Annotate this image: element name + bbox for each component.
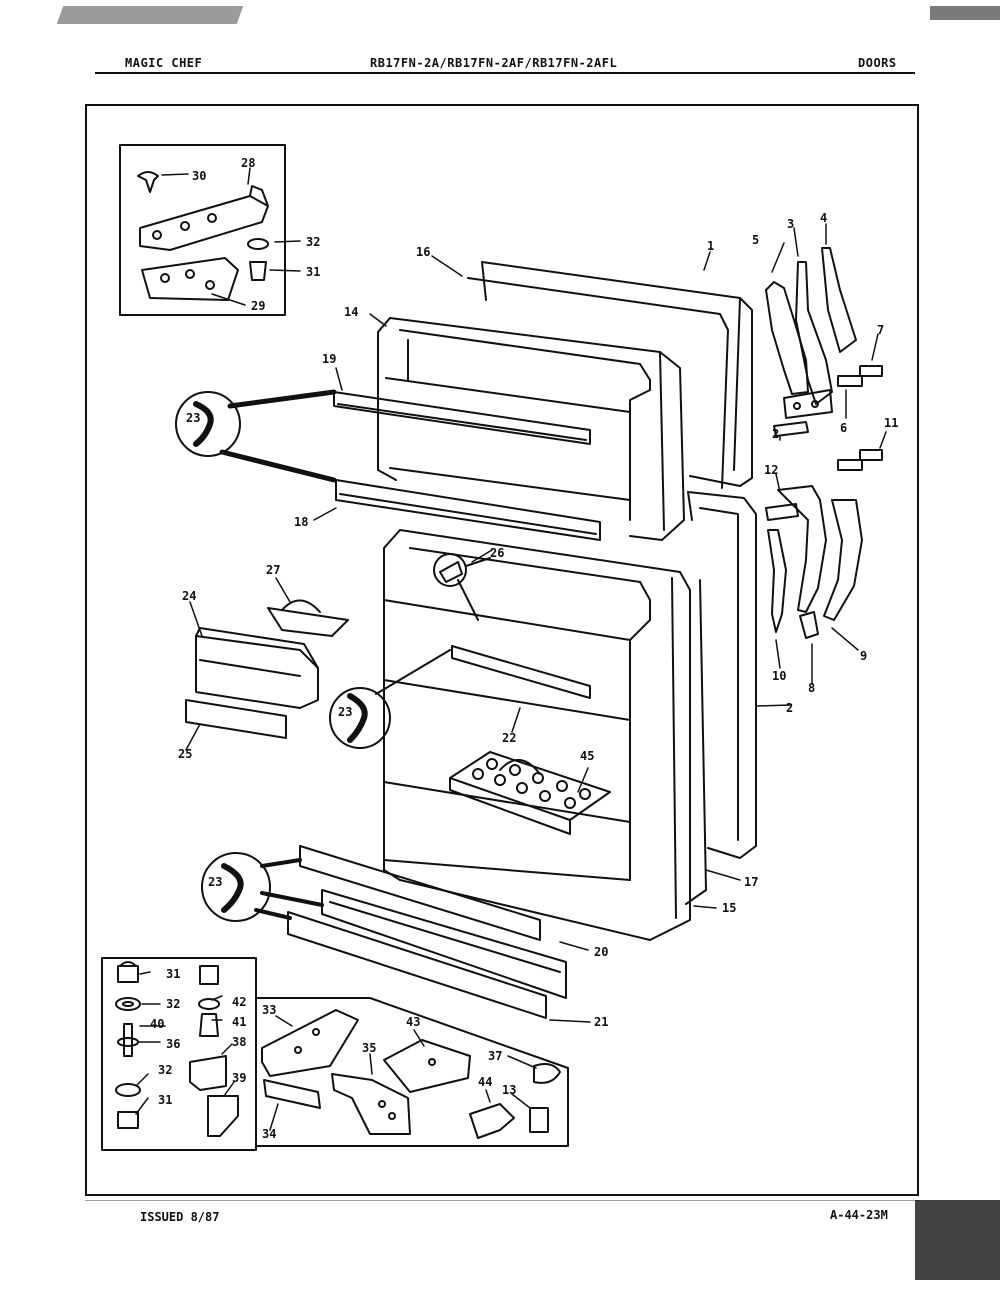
callout-25: 25 xyxy=(178,747,192,761)
callout-38: 38 xyxy=(232,1035,246,1049)
dairy-compartment xyxy=(185,599,349,739)
callout-30: 30 xyxy=(192,169,206,183)
callout-5: 5 xyxy=(752,233,759,247)
callout-17: 17 xyxy=(744,875,758,889)
lower-hinge-inset xyxy=(101,957,257,1151)
callout-6: 6 xyxy=(840,421,847,435)
callout-29: 29 xyxy=(251,299,265,313)
callout-20: 20 xyxy=(594,945,608,959)
callout-19: 19 xyxy=(322,352,336,366)
issued-date: ISSUED 8/87 xyxy=(140,1210,220,1224)
callout-23-low: 23 xyxy=(208,875,222,889)
callout-31-a: 31 xyxy=(166,967,180,981)
callout-32-b: 32 xyxy=(158,1063,172,1077)
detail-circles xyxy=(175,389,451,922)
lower-hinge-panel xyxy=(255,997,569,1147)
callout-44: 44 xyxy=(478,1075,492,1089)
callout-16: 16 xyxy=(416,245,430,259)
callout-14: 14 xyxy=(344,305,358,319)
callout-12: 12 xyxy=(764,463,778,477)
freezer-shelf-bars xyxy=(333,391,601,541)
callout-31: 31 xyxy=(306,265,320,279)
callout-24: 24 xyxy=(182,589,196,603)
callout-41: 41 xyxy=(232,1015,246,1029)
footer-rule xyxy=(85,1200,919,1201)
callout-31-b: 31 xyxy=(158,1093,172,1107)
callout-27: 27 xyxy=(266,563,280,577)
callout-35: 35 xyxy=(362,1041,376,1055)
callout-11: 11 xyxy=(884,416,898,430)
callout-32: 32 xyxy=(306,235,320,249)
callout-18: 18 xyxy=(294,515,308,529)
lower-shelf-bars xyxy=(287,845,567,1019)
callout-7: 7 xyxy=(877,323,884,337)
callout-3: 3 xyxy=(787,217,794,231)
shelf-bar-22 xyxy=(451,645,591,699)
callout-23-mid: 23 xyxy=(338,705,352,719)
callout-22: 22 xyxy=(502,731,516,745)
callout-26: 26 xyxy=(490,546,504,560)
callout-9: 9 xyxy=(860,649,867,663)
callout-45: 45 xyxy=(580,749,594,763)
callout-1: 1 xyxy=(707,239,714,253)
scan-smudge-bottom-right xyxy=(915,1200,1000,1280)
callout-2-small: 2 xyxy=(772,427,779,441)
diagram-frame xyxy=(85,104,919,1196)
callout-28: 28 xyxy=(241,156,255,170)
callout-13: 13 xyxy=(502,1083,516,1097)
upper-hinge-inset xyxy=(119,144,286,316)
scan-smudge-top-right xyxy=(930,6,1000,20)
leader-lines xyxy=(135,167,887,1131)
callout-34: 34 xyxy=(262,1127,276,1141)
callout-32-a: 32 xyxy=(166,997,180,1011)
callout-40: 40 xyxy=(150,1017,164,1031)
egg-tray xyxy=(449,751,611,835)
callout-36: 36 xyxy=(166,1037,180,1051)
freezer-door-panel xyxy=(467,261,753,489)
callout-15: 15 xyxy=(722,901,736,915)
page-code: A-44-23M xyxy=(830,1208,888,1222)
fresh-food-door-panel xyxy=(687,491,757,859)
brand-label: MAGIC CHEF xyxy=(125,56,203,70)
header-rule xyxy=(95,72,915,74)
callout-42: 42 xyxy=(232,995,246,1009)
callout-23-top: 23 xyxy=(186,411,200,425)
fresh-food-door-liner xyxy=(383,529,707,941)
callout-21: 21 xyxy=(594,1015,608,1029)
callout-39: 39 xyxy=(232,1071,246,1085)
section-title: DOORS xyxy=(858,56,897,70)
detail-26 xyxy=(433,553,491,621)
callout-4: 4 xyxy=(820,211,827,225)
callout-2: 2 xyxy=(786,701,793,715)
callout-43: 43 xyxy=(406,1015,420,1029)
callout-8: 8 xyxy=(808,681,815,695)
hinge-parts-right xyxy=(765,247,883,639)
model-numbers: RB17FN-2A/RB17FN-2AF/RB17FN-2AFL xyxy=(370,56,618,70)
callout-37: 37 xyxy=(488,1049,502,1063)
callout-10: 10 xyxy=(772,669,786,683)
freezer-door-liner xyxy=(377,317,685,541)
callout-33: 33 xyxy=(262,1003,276,1017)
